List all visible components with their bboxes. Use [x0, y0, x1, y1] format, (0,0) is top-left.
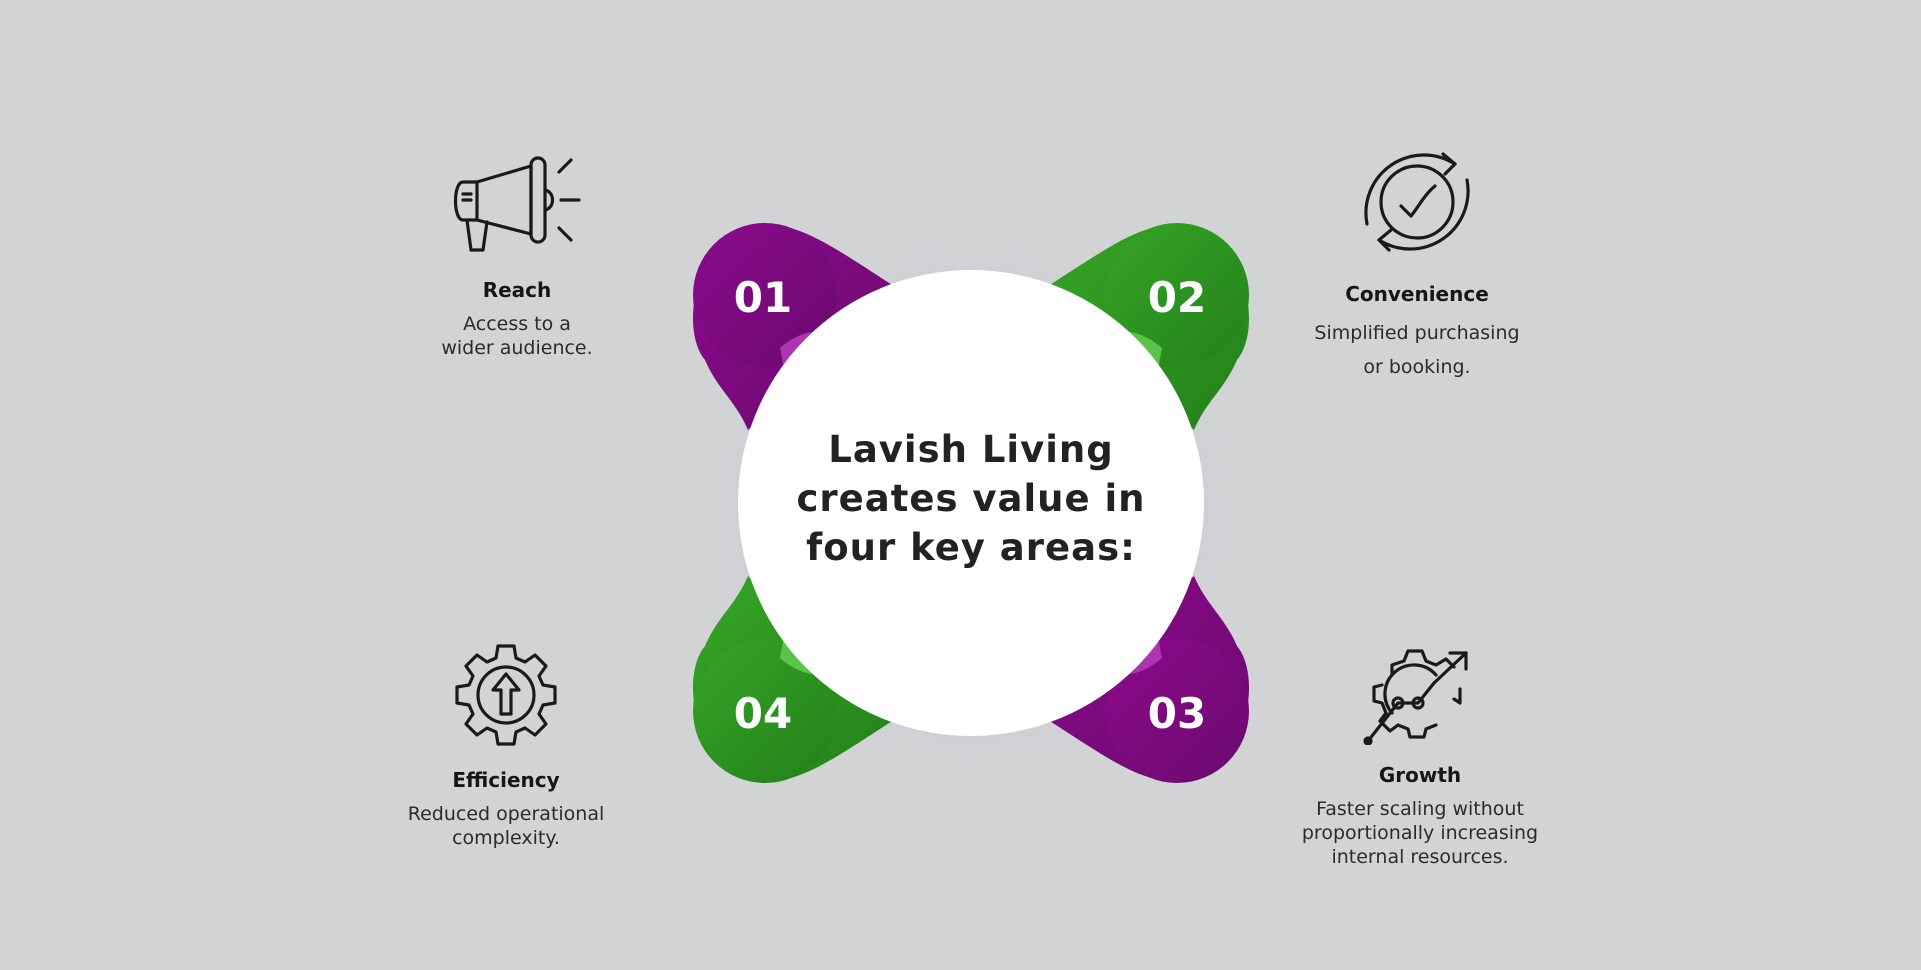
item-title: Convenience: [1345, 282, 1489, 306]
item-description: Access to a wider audience.: [397, 312, 637, 360]
item-efficiency: Efficiency Reduced operational complexit…: [380, 640, 632, 850]
gear-arrow-up-icon: [455, 644, 557, 746]
gear-growth-chart-icon: [1363, 649, 1468, 745]
item-description: Faster scaling without proportionally in…: [1270, 797, 1570, 869]
petal-number-03: 03: [1148, 689, 1206, 738]
center-title: Lavish Living creates value in four key …: [761, 425, 1181, 572]
item-description-line: proportionally increasing: [1301, 822, 1539, 844]
item-title: Reach: [482, 278, 552, 302]
megaphone-icon: [453, 156, 581, 252]
item-description-line: Reduced operational: [407, 803, 605, 825]
center-title-line: four key areas:: [806, 526, 1136, 569]
item-growth: Growth Faster scaling without proportion…: [1270, 645, 1570, 869]
item-description-line: internal resources.: [1331, 846, 1509, 868]
item-description-line: wider audience.: [441, 337, 593, 359]
item-convenience: Convenience Simplified purchasing or boo…: [1282, 140, 1552, 384]
petal-number-01: 01: [734, 273, 792, 322]
item-description-line: Access to a: [463, 313, 571, 335]
center-circle: [738, 270, 1204, 736]
item-description-line: complexity.: [452, 827, 560, 849]
petal-number-04: 04: [734, 689, 792, 738]
item-description: Reduced operational complexity.: [380, 802, 632, 850]
item-description-line: Faster scaling without: [1316, 798, 1524, 820]
item-reach: Reach Access to a wider audience.: [397, 150, 637, 360]
item-description-line: Simplified purchasing: [1314, 322, 1520, 344]
center-title-line: Lavish Living: [828, 428, 1114, 471]
item-description: Simplified purchasing or booking.: [1282, 316, 1552, 384]
refresh-check-icon: [1364, 152, 1470, 252]
item-title: Efficiency: [452, 768, 560, 792]
item-description-line: or booking.: [1363, 356, 1471, 378]
center-title-line: creates value in: [796, 477, 1146, 520]
petal-number-02: 02: [1148, 273, 1206, 322]
item-title: Growth: [1378, 763, 1462, 787]
